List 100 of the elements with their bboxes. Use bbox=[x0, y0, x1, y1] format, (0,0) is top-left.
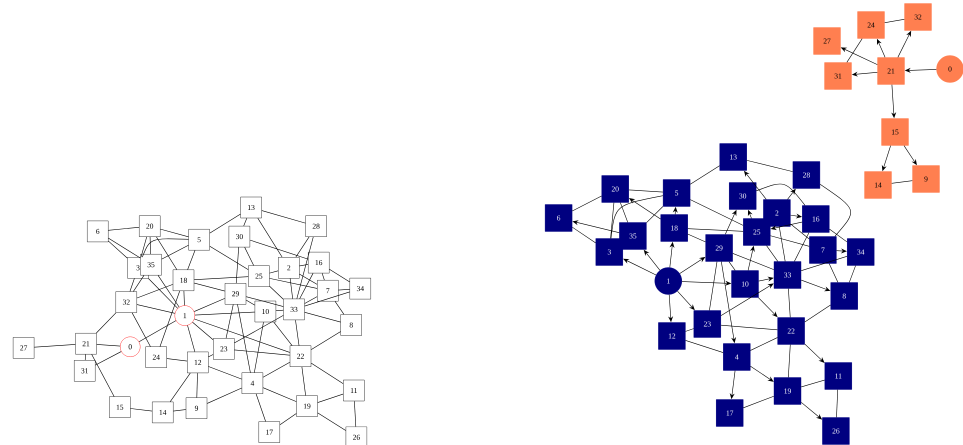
connector-line bbox=[256, 394, 266, 422]
connector-line bbox=[829, 228, 848, 242]
connector-line bbox=[254, 322, 264, 373]
connector-line bbox=[237, 304, 251, 373]
connector-line bbox=[108, 226, 140, 231]
connector-line bbox=[788, 288, 791, 318]
connector-line bbox=[310, 362, 344, 384]
connector-line bbox=[690, 165, 720, 185]
connector-line bbox=[280, 413, 297, 426]
connector-line bbox=[296, 236, 310, 258]
connector-line bbox=[295, 320, 300, 346]
connector-line bbox=[884, 19, 905, 23]
connector-line bbox=[210, 246, 248, 270]
connector-line bbox=[161, 244, 189, 260]
connector-line bbox=[269, 270, 278, 274]
connector-line bbox=[685, 340, 724, 353]
connector-line bbox=[304, 296, 318, 304]
arrow bbox=[623, 258, 656, 276]
connector-line bbox=[140, 236, 147, 258]
connector-line bbox=[194, 312, 255, 316]
connector-line bbox=[130, 408, 152, 412]
connector-line bbox=[108, 238, 141, 258]
connector-line bbox=[846, 38, 862, 63]
connector-line bbox=[194, 318, 290, 353]
connector-line bbox=[299, 273, 314, 299]
connector-line bbox=[728, 261, 736, 271]
connector-line bbox=[628, 190, 664, 192]
connector-line bbox=[572, 196, 602, 212]
connector-line bbox=[262, 210, 306, 224]
connector-line bbox=[108, 240, 128, 258]
arrow bbox=[836, 248, 847, 254]
connector-line bbox=[794, 232, 810, 262]
connector-line bbox=[849, 265, 856, 283]
connector-line bbox=[766, 245, 778, 262]
connector-line bbox=[142, 238, 189, 258]
connector-line bbox=[788, 344, 791, 378]
connector-line bbox=[572, 226, 596, 244]
connector-line bbox=[770, 235, 810, 247]
connector-line bbox=[148, 278, 178, 309]
connector-line bbox=[243, 218, 248, 226]
connector-line bbox=[756, 184, 806, 206]
connector-line bbox=[836, 389, 838, 418]
arrow bbox=[800, 280, 830, 292]
connector-line bbox=[246, 300, 255, 306]
connector-line bbox=[296, 236, 314, 299]
connector-line bbox=[160, 290, 180, 347]
connector-line bbox=[210, 214, 241, 234]
connector-line bbox=[262, 387, 297, 402]
connector-line bbox=[173, 409, 186, 412]
connector-line bbox=[244, 247, 254, 266]
connector-line bbox=[329, 269, 350, 282]
connector-line bbox=[206, 388, 242, 404]
connector-line bbox=[800, 256, 848, 271]
connector-line bbox=[299, 264, 308, 266]
connector-line bbox=[269, 286, 284, 300]
connector-line bbox=[620, 202, 628, 223]
connector-line bbox=[194, 276, 248, 280]
connector-line bbox=[192, 322, 214, 340]
connector-line bbox=[136, 304, 176, 314]
connector-line bbox=[304, 292, 350, 306]
connector-line bbox=[743, 396, 774, 408]
connector-line bbox=[688, 234, 706, 242]
connector-line bbox=[720, 324, 778, 330]
connector-line bbox=[322, 273, 325, 280]
connector-line bbox=[208, 366, 242, 380]
connector-line bbox=[133, 275, 144, 292]
connector-line bbox=[187, 325, 196, 352]
connector-line bbox=[258, 218, 282, 258]
connector-line bbox=[96, 312, 116, 334]
connector-line bbox=[34, 344, 76, 348]
connector-line bbox=[150, 236, 151, 254]
connector-line bbox=[138, 320, 176, 342]
connector-line bbox=[136, 284, 174, 298]
connector-line bbox=[194, 298, 226, 312]
connector-line bbox=[166, 358, 188, 362]
connector-line bbox=[96, 344, 120, 346]
connector-line bbox=[610, 202, 614, 239]
connector-line bbox=[234, 315, 284, 344]
connector-line bbox=[688, 228, 744, 232]
connector-line bbox=[160, 228, 189, 238]
connector-line bbox=[610, 195, 664, 239]
connector-line bbox=[804, 304, 831, 322]
connector-line bbox=[709, 261, 718, 311]
connector-line bbox=[310, 331, 341, 350]
connector-line bbox=[250, 240, 308, 260]
connector-line bbox=[290, 278, 293, 299]
connector-line bbox=[338, 289, 350, 290]
connector-line bbox=[132, 312, 151, 347]
connector-line bbox=[91, 354, 114, 397]
connector-line bbox=[334, 301, 344, 315]
connector-line bbox=[828, 263, 838, 283]
connector-line bbox=[276, 310, 284, 312]
connector-line bbox=[187, 250, 196, 270]
connector-line bbox=[646, 206, 664, 223]
connector-line bbox=[690, 199, 744, 226]
connector-line bbox=[130, 278, 135, 292]
connector-line bbox=[820, 184, 851, 237]
connector-line bbox=[302, 366, 306, 396]
connector-line bbox=[317, 394, 344, 403]
connector-line bbox=[299, 274, 318, 285]
